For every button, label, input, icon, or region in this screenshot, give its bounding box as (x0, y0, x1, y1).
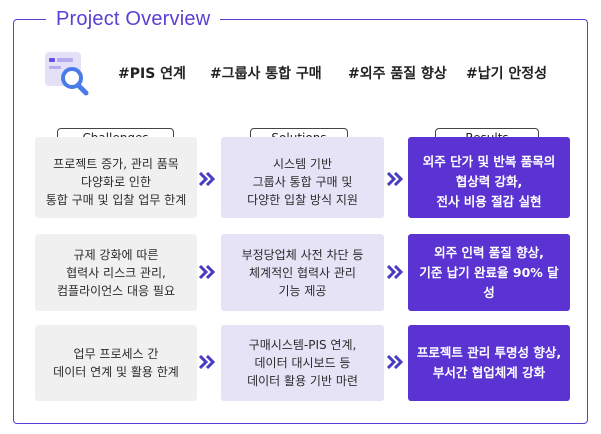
double-chevron-right-icon (387, 265, 403, 279)
result-cell: 외주 단가 및 반복 품목의 협상력 강화, 전사 비용 절감 실현 (408, 137, 570, 218)
double-chevron-right-icon (387, 355, 403, 369)
tag: #외주 품질 향상 (348, 66, 447, 82)
double-chevron-right-icon (199, 172, 215, 186)
solution-cell: 구매시스템-PIS 연계, 데이터 대시보드 등 데이터 활용 기반 마련 (221, 325, 384, 401)
tag-list: #PIS 연계 #그룹사 통합 구매 #외주 품질 향상 #납기 안정성 (118, 62, 547, 84)
result-cell: 외주 인력 품질 향상, 기준 납기 완료율 90% 달성 (408, 234, 570, 311)
double-chevron-right-icon (387, 172, 403, 186)
solution-cell: 부정당업체 사전 차단 등 체계적인 협력사 관리 기능 제공 (221, 234, 384, 311)
overview-frame (13, 19, 588, 424)
double-chevron-right-icon (199, 355, 215, 369)
document-search-icon (45, 52, 89, 96)
tag: #납기 안정성 (466, 66, 548, 82)
title-wrap: Project Overview (46, 6, 221, 32)
page-title: Project Overview (56, 7, 211, 30)
tag: #그룹사 통합 구매 (210, 66, 322, 82)
tag: #PIS 연계 (118, 66, 186, 82)
double-chevron-right-icon (199, 265, 215, 279)
result-cell: 프로젝트 관리 투명성 향상, 부서간 협업체계 강화 (408, 325, 570, 401)
challenge-cell: 프로젝트 증가, 관리 품목 다양화로 인한 통합 구매 및 입찰 업무 한계 (35, 137, 197, 218)
challenge-cell: 업무 프로세스 간 데이터 연계 및 활용 한계 (35, 325, 197, 401)
solution-cell: 시스템 기반 그룹사 통합 구매 및 다양한 입찰 방식 지원 (221, 137, 384, 218)
challenge-cell: 규제 강화에 따른 협력사 리스크 관리, 컴플라이언스 대응 필요 (35, 234, 197, 311)
